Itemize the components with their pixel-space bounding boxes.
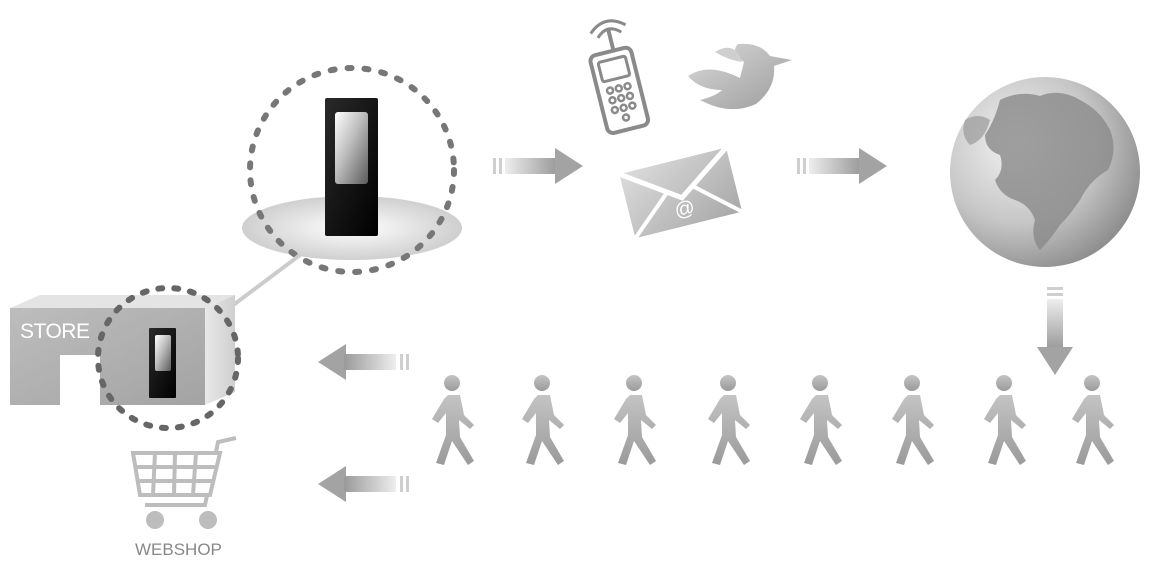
walking-people-row <box>432 375 1114 465</box>
arrow-icon <box>797 148 887 184</box>
walking-person-icon <box>800 375 842 465</box>
email-envelope-icon: @ <box>619 148 742 239</box>
store-building-icon <box>10 288 238 428</box>
walking-person-icon <box>432 375 474 465</box>
arrow-icon <box>1037 287 1073 375</box>
globe-icon <box>950 77 1140 267</box>
walking-person-icon <box>892 375 934 465</box>
walking-person-icon <box>984 375 1026 465</box>
walking-person-icon <box>708 375 750 465</box>
arrow-icon <box>493 148 583 184</box>
walking-person-icon <box>522 375 564 465</box>
twitter-bird-icon <box>688 44 792 109</box>
shopping-cart-icon <box>133 438 236 527</box>
usb-device-icon <box>325 98 378 236</box>
store-label: STORE <box>20 320 89 344</box>
arrow-icon <box>318 344 409 380</box>
mobile-phone-icon <box>582 17 650 134</box>
arrow-icon <box>318 466 409 502</box>
walking-person-icon <box>1072 375 1114 465</box>
usb-device-highlight <box>242 68 462 272</box>
webshop-label: WEBSHOP <box>135 540 222 560</box>
walking-person-icon <box>614 375 656 465</box>
